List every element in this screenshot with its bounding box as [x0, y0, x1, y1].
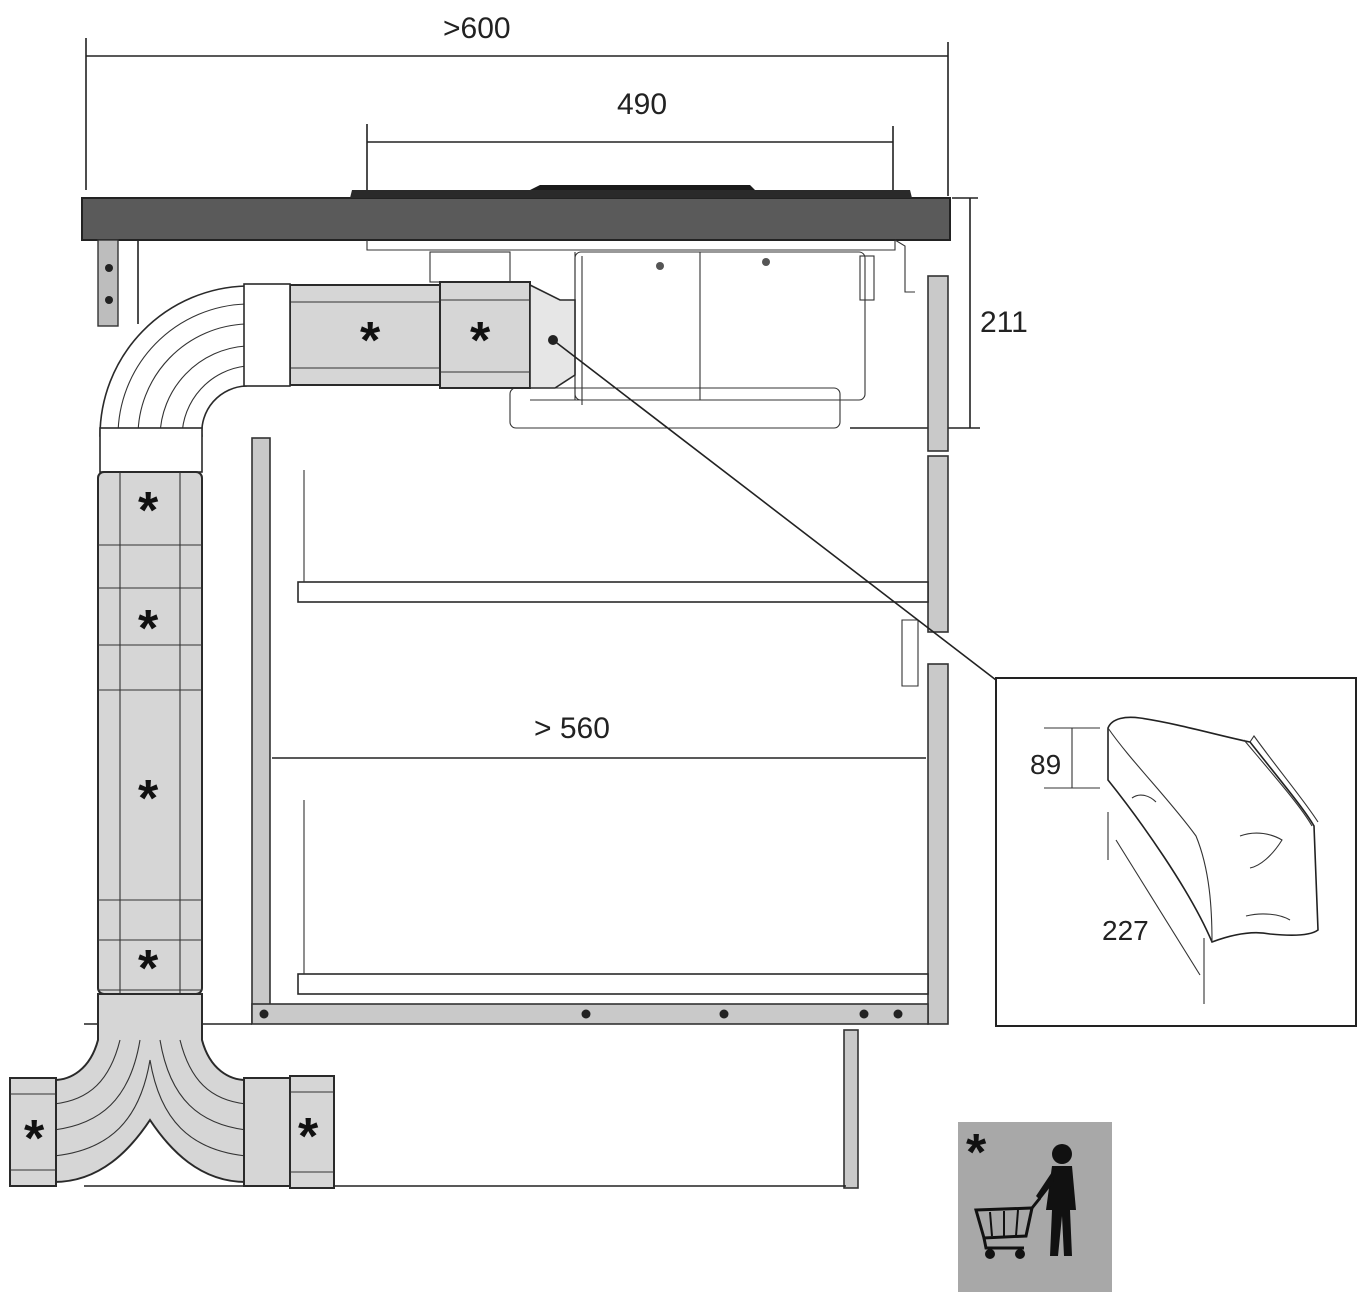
duct-marker: * — [470, 312, 491, 370]
duct-adapter-drawing — [1107, 716, 1319, 944]
dimension-hob-height-label: 211 — [980, 306, 1028, 339]
detail-height-label: 89 — [1030, 749, 1061, 780]
duct-marker: * — [24, 1110, 45, 1168]
duct-marker: * — [298, 1108, 319, 1166]
duct-marker: * — [138, 600, 159, 658]
legend-marker: * — [966, 1124, 987, 1182]
cabinet — [84, 275, 949, 1189]
duct-markers: * * * * * * * * — [24, 312, 491, 1168]
dimension-cabinet-depth: > 560 — [272, 712, 926, 759]
detail-length-label: 227 — [1102, 915, 1149, 946]
duct-system — [9, 281, 576, 1189]
duct-marker: * — [138, 940, 159, 998]
dimension-cabinet-depth-label: > 560 — [534, 712, 610, 745]
worktop — [81, 185, 951, 241]
dimension-hob-height: 211 — [850, 197, 1028, 429]
dimension-hob-width-label: 490 — [617, 88, 667, 121]
duct-marker: * — [138, 770, 159, 828]
shopping-person-icon — [974, 1144, 1076, 1259]
duct-marker: * — [138, 482, 159, 540]
legend-not-supplied: * — [958, 1122, 1112, 1292]
detail-callout: 89 227 — [548, 335, 1357, 1027]
dimension-hob-width: 490 — [366, 88, 894, 238]
duct-marker: * — [360, 312, 381, 370]
dimension-total-width: >600 — [85, 12, 949, 196]
dimension-total-width-label: >600 — [443, 12, 511, 45]
wall-bracket — [97, 239, 139, 327]
